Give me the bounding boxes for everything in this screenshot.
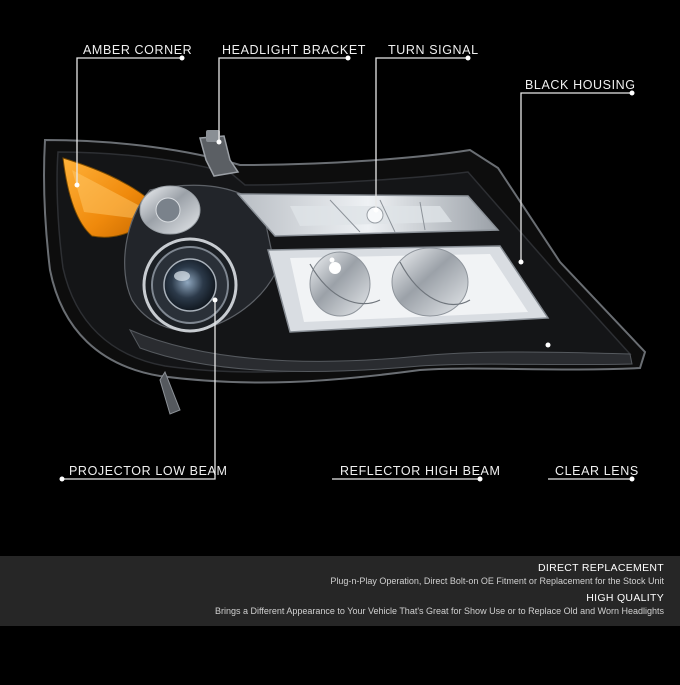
callout-projector-low-beam: PROJECTOR LOW BEAM <box>69 464 228 478</box>
callout-amber-corner: AMBER CORNER <box>83 43 193 57</box>
feature-band: DIRECT REPLACEMENT Plug-n-Play Operation… <box>0 556 680 626</box>
feature-desc-direct-replacement: Plug-n-Play Operation, Direct Bolt-on OE… <box>330 576 664 586</box>
callout-lines <box>62 57 632 480</box>
callout-headlight-bracket: HEADLIGHT BRACKET <box>222 43 367 57</box>
projector-low-beam <box>142 237 238 333</box>
callout-turn-signal: TURN SIGNAL <box>388 43 479 57</box>
side-reflector <box>139 185 201 235</box>
feature-title-high-quality: HIGH QUALITY <box>586 592 664 604</box>
reflector-high-beam <box>267 245 550 333</box>
callout-dots <box>59 55 635 482</box>
callout-clear-lens: CLEAR LENS <box>555 464 639 478</box>
amber-corner <box>62 157 151 238</box>
headlight-bracket <box>199 130 240 177</box>
feature-title-direct-replacement: DIRECT REPLACEMENT <box>538 562 664 574</box>
feature-desc-high-quality: Brings a Different Appearance to Your Ve… <box>215 606 664 616</box>
callout-black-housing: BLACK HOUSING <box>525 78 636 92</box>
callout-reflector-high-beam: REFLECTOR HIGH BEAM <box>340 464 501 478</box>
turn-signal <box>236 193 500 237</box>
